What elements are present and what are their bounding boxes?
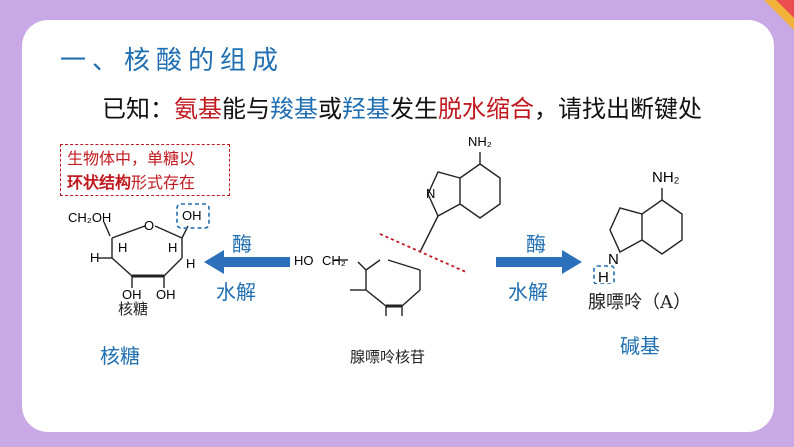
adenine-h-highlight (593, 265, 615, 284)
amino-term: 氨基 (174, 95, 222, 123)
dehydration-term: 脱水缩合 (438, 95, 534, 123)
hydrolysis-label-right: 水解 (508, 280, 548, 304)
adenine-nh2-label: NH₂ (652, 169, 680, 186)
enzyme-label-left: 酶 (232, 232, 252, 256)
ribose-oh-top-label: OH (182, 208, 202, 223)
corner-decoration (764, 0, 794, 30)
slide-title: 一、核酸的组成 (60, 46, 285, 76)
adenosine-ch2-label: CH₂ (322, 253, 346, 268)
hydrolysis-label-left: 水解 (216, 280, 256, 304)
base-title: 碱基 (620, 334, 660, 358)
ribose-oh-label-left: OH (122, 287, 142, 300)
adenosine-n-label: N (426, 186, 435, 201)
ribose-h-label-1: H (90, 250, 99, 265)
ribose-h-label-4: H (186, 256, 195, 271)
ribose-structure: CH₂OH O H H H H OH OH OH (68, 203, 210, 300)
ribose-h-label-3: H (168, 240, 177, 255)
adenosine-caption: 腺嘌呤核苷 (350, 348, 426, 366)
slide-card (22, 20, 774, 432)
ribose-h-label-2: H (118, 240, 127, 255)
adenine-structure: NH₂ N H (593, 169, 683, 284)
adenine-caption: 腺嘌呤（A） (588, 292, 691, 313)
ribose-oh-highlight (176, 203, 210, 229)
adenosine-nh2-label: NH₂ (468, 134, 492, 149)
carboxyl-term: 羧基 (270, 95, 318, 123)
known-statement: 已知：氨基能与羧基或羟基发生脱水缩合，请找出断键处 (102, 95, 702, 123)
cleavage-line (379, 233, 467, 273)
adenosine-structure: NH₂ N HO CH₂ (294, 134, 501, 316)
hydrolysis-arrow-right (496, 250, 582, 274)
ribose-oh-label-right: OH (156, 287, 176, 300)
ring-structure-note: 生物体中，单糖以 环状结构形式存在 (60, 144, 230, 196)
adenosine-ho-label: HO (294, 253, 314, 268)
enzyme-label-right: 酶 (526, 232, 546, 256)
hydroxyl-term: 羟基 (342, 95, 390, 123)
ribose-ch2oh-label: CH₂OH (68, 210, 111, 225)
hydrolysis-arrow-left (204, 250, 290, 274)
adenine-h-label: H (598, 269, 609, 284)
ribose-title: 核糖 (100, 344, 140, 368)
adenine-n-label: N (608, 251, 619, 268)
ribose-o-label: O (144, 218, 154, 233)
ribose-caption: 核糖 (118, 300, 149, 318)
